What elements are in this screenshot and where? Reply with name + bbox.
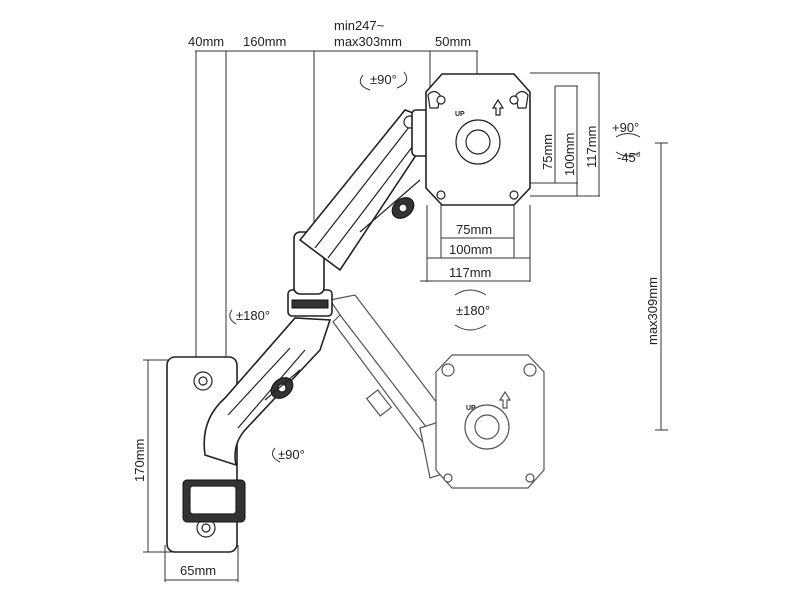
lowered-vesa-plate-ghost: UP xyxy=(435,354,545,489)
label-wall-offset: 40mm xyxy=(188,34,224,49)
vesa-plate: UP xyxy=(425,73,531,206)
label-plate-117-h: 117mm xyxy=(449,265,491,280)
label-wall-height: 170mm xyxy=(132,439,147,482)
upper-arm xyxy=(298,109,440,272)
label-vesa-75-h: 75mm xyxy=(456,222,492,237)
dimension-labels: 40mm 160mm min247~ max303mm 50mm ±90° +9… xyxy=(132,18,660,578)
lower-arm xyxy=(203,317,332,467)
label-lower-arm: 160mm xyxy=(243,34,286,49)
label-vesa-100-h: 100mm xyxy=(449,242,492,257)
label-plate-offset: 50mm xyxy=(435,34,471,49)
ghost-up-mark: UP xyxy=(466,405,476,412)
rotation-arrows xyxy=(229,71,641,463)
label-rot-top: ±90° xyxy=(370,72,397,87)
up-mark: UP xyxy=(455,111,465,118)
label-tilt-up: +90° xyxy=(612,120,639,135)
label-upper-arm-1: min247~ xyxy=(334,18,385,33)
label-rot-plate: ±180° xyxy=(456,303,490,318)
label-rot-base: ±90° xyxy=(278,447,305,462)
label-max-height: max309mm xyxy=(645,277,660,345)
label-rot-elbow: ±180° xyxy=(236,308,270,323)
label-tilt-down: -45° xyxy=(617,150,641,165)
label-vesa-100-v: 100mm xyxy=(562,133,577,176)
label-plate-117-v: 117mm xyxy=(584,126,599,168)
label-wall-width: 65mm xyxy=(180,563,216,578)
label-upper-arm-2: max303mm xyxy=(334,34,402,49)
dimension-lines xyxy=(143,50,668,582)
label-vesa-75-v: 75mm xyxy=(540,134,555,170)
